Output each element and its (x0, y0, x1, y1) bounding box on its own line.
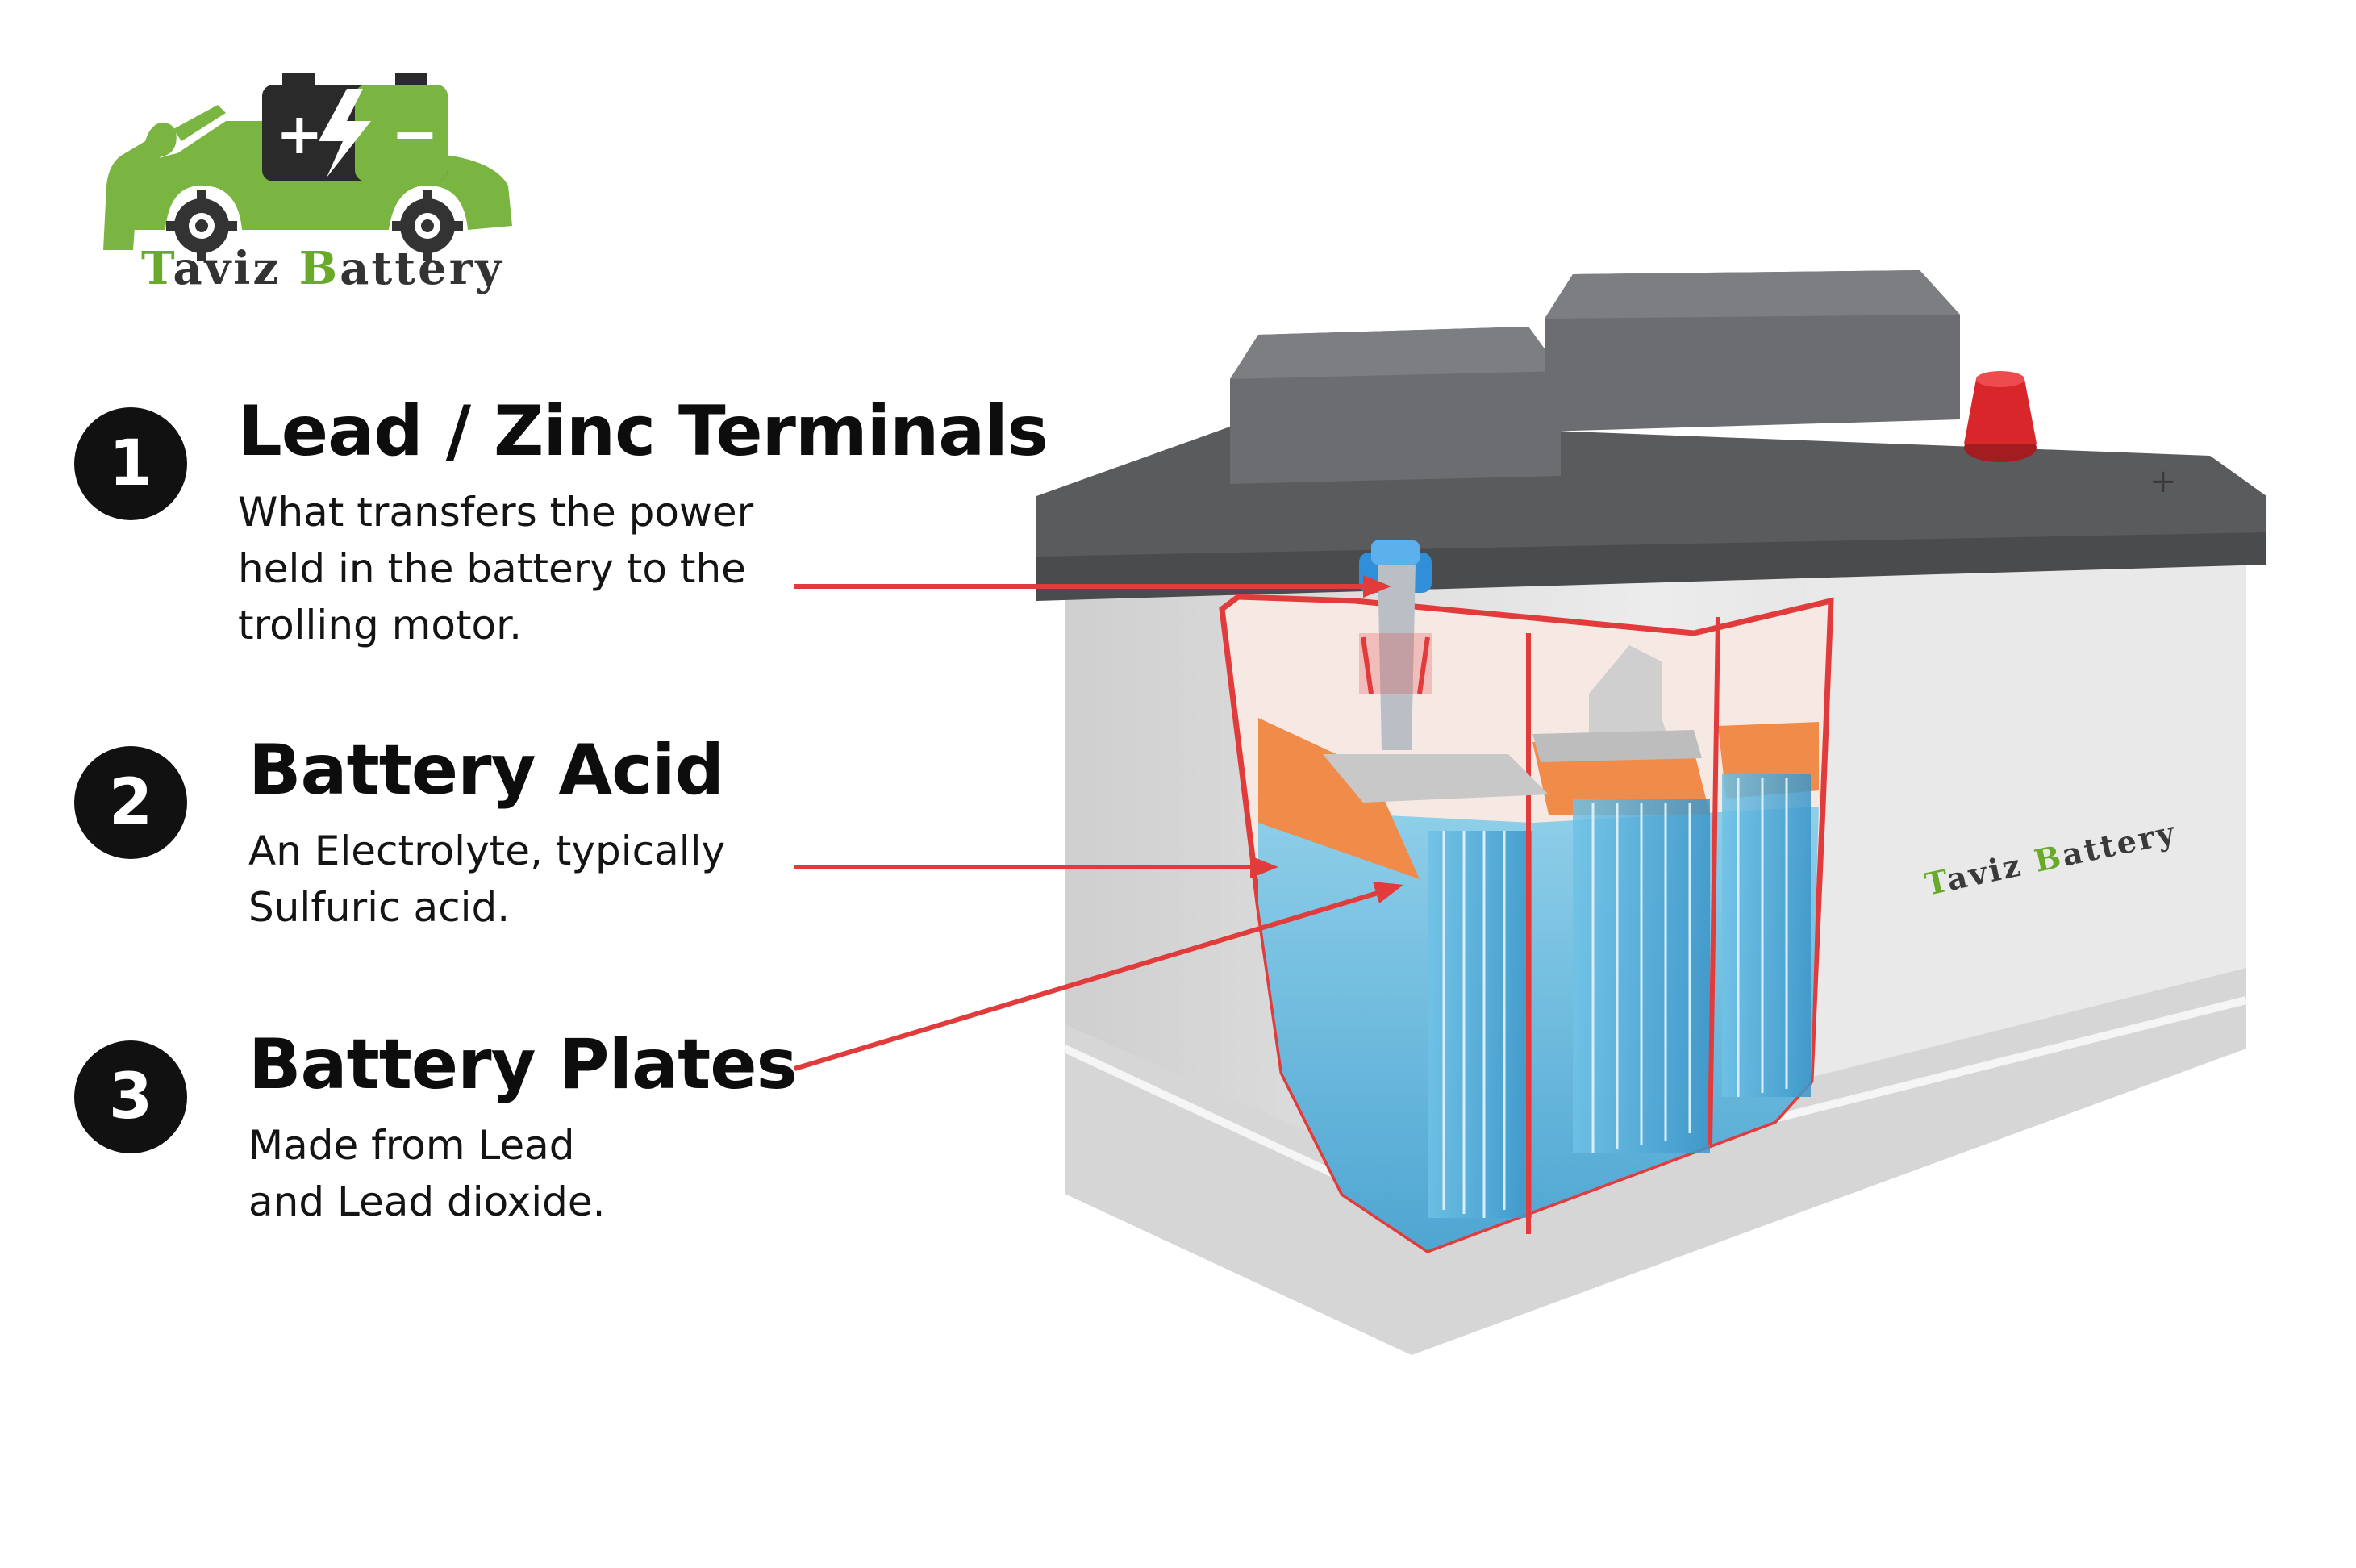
brand-initial-2: B (298, 242, 340, 295)
battery-terminal-post (1359, 540, 1432, 750)
logo-plus-symbol: + (276, 100, 323, 167)
brand-rest-1: aviz (173, 242, 299, 295)
brand-logo: + − (103, 73, 512, 261)
brand-name: Taviz Battery (141, 242, 504, 295)
callout-number-badge-3: 3 (74, 1040, 187, 1153)
battery-terminal-symbol: + (2150, 463, 2177, 500)
logo-lightning-icon (319, 89, 371, 177)
cell-divider-2 (1708, 616, 1720, 1146)
callout-1-line-1: What transfers the power (238, 489, 754, 536)
battery-connector-strap (1323, 645, 1702, 803)
callout-line-3 (794, 882, 1403, 1071)
callout-number-badge-2: 2 (74, 746, 187, 859)
callout-line-1 (794, 575, 1391, 598)
callout-1-line-2: held in the battery to the (238, 545, 746, 592)
brand-rest-2: attery (340, 242, 504, 295)
callout-description-2: An Electrolyte, typically Sulfuric acid. (248, 823, 725, 936)
callout-title-3: Battery Plates (248, 1024, 798, 1105)
battery-plates (1428, 774, 1811, 1218)
callout-title-1: Lead / Zinc Terminals (238, 391, 1049, 472)
logo-gear-icon-right (392, 190, 463, 261)
battery-plate-tops (1258, 718, 1420, 879)
battery-red-cap (1964, 371, 2037, 462)
callout-3-line-2: and Lead dioxide. (248, 1178, 606, 1225)
logo-minus-symbol: − (391, 100, 439, 167)
callout-2-line-1: An Electrolyte, typically (248, 828, 726, 874)
callout-number-badge-1: 1 (74, 407, 187, 520)
callout-3-line-1: Made from Lead (248, 1122, 575, 1169)
callout-title-2: Battery Acid (248, 730, 724, 811)
callout-1-line-3: trolling motor. (238, 602, 523, 648)
brand-initial-1: T (141, 242, 173, 295)
callout-description-1: What transfers the power held in the bat… (238, 484, 753, 653)
logo-gear-icon-left (166, 190, 237, 261)
callout-line-2 (794, 856, 1278, 878)
callout-description-3: Made from Lead and Lead dioxide. (248, 1117, 606, 1230)
callout-2-line-2: Sulfuric acid. (248, 884, 511, 931)
battery-case-right-face (1807, 557, 2246, 1113)
logo-mechanic-icon (103, 122, 177, 250)
